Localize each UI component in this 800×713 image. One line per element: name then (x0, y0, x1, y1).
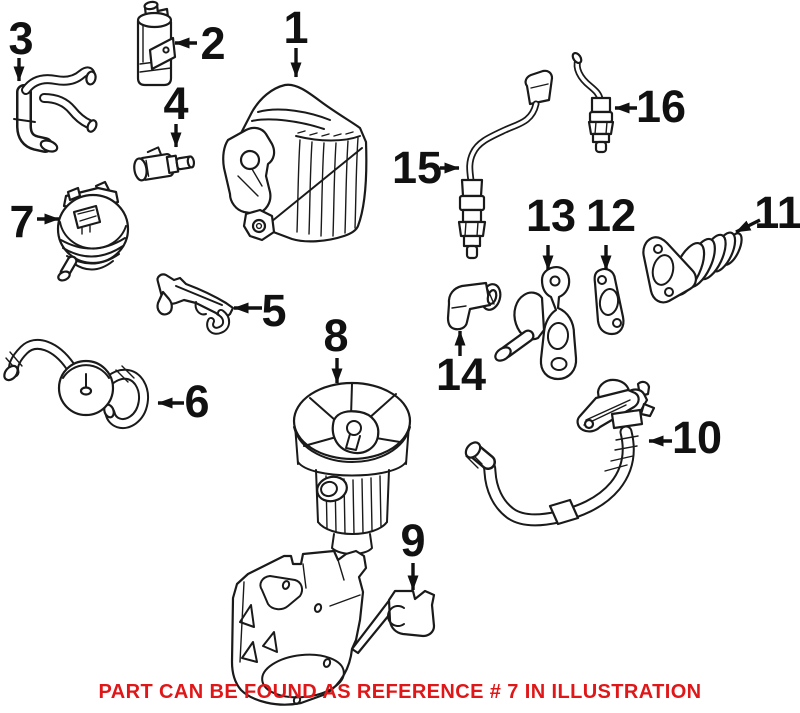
callout-1: 1 (283, 2, 309, 78)
part-15-oxygen-sensor-drawing (457, 69, 554, 260)
callout-label: 7 (9, 196, 34, 247)
callout-10: 10 (648, 412, 722, 463)
callout-label: 8 (323, 310, 348, 361)
callout-15: 15 (392, 142, 460, 193)
callout-label: 5 (261, 285, 286, 336)
part-4-valve-drawing (133, 146, 196, 182)
callout-label: 10 (672, 412, 722, 463)
callout-2: 2 (174, 18, 226, 69)
callouts: 1 2 3 4 5 6 7 8 9 10 11 12 13 14 15 16 (8, 2, 800, 591)
callout-label: 9 (400, 515, 425, 566)
callout-label: 15 (392, 142, 442, 193)
callout-5: 5 (233, 285, 287, 336)
callout-6: 6 (157, 376, 210, 427)
part-7-valve-drawing (56, 180, 130, 282)
part-2-valve-drawing (136, 0, 177, 87)
callout-7: 7 (9, 196, 60, 247)
callout-arrow (735, 218, 761, 234)
callout-3: 3 (8, 13, 34, 82)
part-6-pipe-drawing (3, 339, 150, 429)
callout-16: 16 (614, 81, 686, 132)
callout-label: 14 (436, 349, 486, 400)
callout-label: 2 (200, 18, 225, 69)
callout-label: 12 (586, 190, 636, 241)
callout-4: 4 (163, 78, 189, 148)
part-8-air-pump-drawing (292, 381, 412, 555)
callout-13: 13 (526, 190, 576, 271)
part-11-bellows-drawing (642, 231, 743, 304)
callout-9: 9 (400, 515, 426, 591)
part-5-bracket-drawing (156, 273, 235, 335)
callout-label: 16 (636, 81, 686, 132)
part-16-oxygen-sensor-drawing (571, 51, 615, 154)
callout-label: 3 (8, 13, 33, 64)
callout-label: 13 (526, 190, 576, 241)
callout-12: 12 (586, 190, 636, 271)
callout-11: 11 (735, 187, 800, 238)
part-10-hose-drawing (464, 378, 656, 527)
part-12-gasket-drawing (593, 267, 625, 336)
callout-8: 8 (323, 310, 349, 384)
part-9-bracket-drawing (230, 549, 436, 706)
callout-label: 4 (163, 78, 188, 129)
callout-label: 11 (754, 187, 800, 238)
part-3-hose-drawing (13, 66, 98, 153)
callout-label: 6 (184, 376, 209, 427)
footer-note: PART CAN BE FOUND AS REFERENCE # 7 IN IL… (99, 681, 702, 703)
callout-label: 1 (283, 2, 308, 53)
part-1-housing-drawing (222, 83, 368, 243)
part-14-elbow-drawing (446, 281, 502, 331)
part-13-valve-drawing (494, 266, 578, 381)
callout-14: 14 (436, 330, 486, 400)
